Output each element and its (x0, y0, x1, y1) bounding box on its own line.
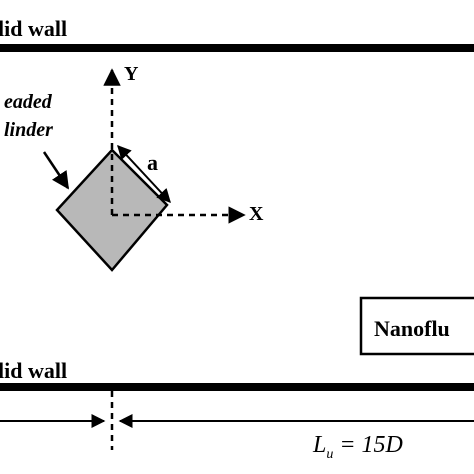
fluid-label: Nanoflu (374, 316, 450, 341)
length-label: Lu = 15D (312, 432, 403, 462)
top-wall (0, 44, 474, 52)
y-axis-label: Y (124, 63, 139, 85)
fluid-label-box (359, 296, 474, 356)
bottom-wall-label: lid wall (0, 358, 67, 383)
length-var: L (312, 432, 326, 458)
side-dimension-arrow (117, 144, 171, 204)
cylinder-pointer-arrow (42, 151, 70, 190)
cylinder-label-line2: linder (4, 119, 53, 141)
bottom-wall (0, 383, 474, 391)
length-value: = 15D (333, 432, 403, 458)
length-sub: u (326, 447, 333, 462)
top-wall-label: lid wall (0, 16, 67, 41)
side-length-label: a (147, 150, 158, 175)
x-axis-label: X (249, 203, 264, 225)
cylinder-label-line1: eaded (4, 91, 53, 113)
